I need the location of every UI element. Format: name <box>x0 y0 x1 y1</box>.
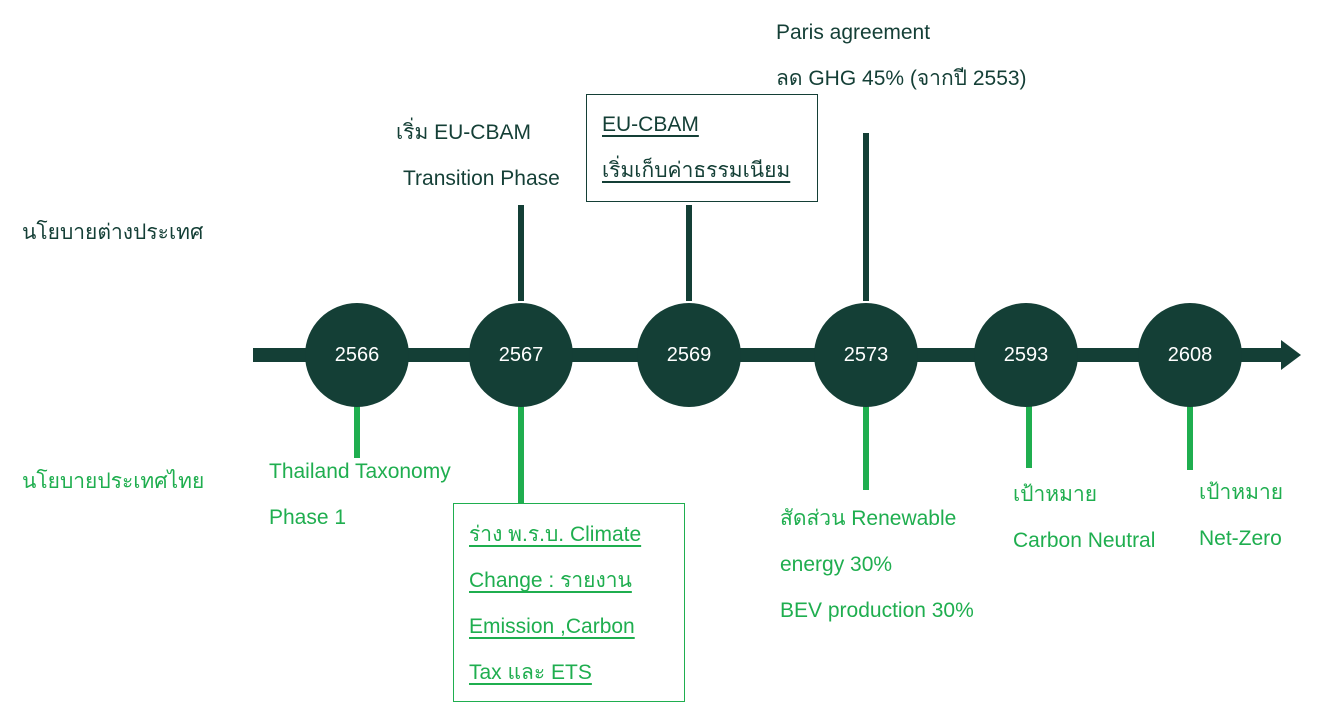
event-line: เป้าหมาย <box>1013 483 1098 506</box>
foreign-event-2569-box: EU-CBAM เริ่มเก็บค่าธรรมเนียม <box>586 94 818 202</box>
event-line: เป้าหมาย <box>1199 481 1284 504</box>
event-line: EU-CBAM <box>602 113 699 136</box>
event-line: energy 30% <box>780 553 893 576</box>
leader-line-2567-foreign <box>518 205 524 301</box>
thai-event-2567-box: ร่าง พ.ร.บ. Climate Change : รายงาน Emis… <box>453 503 685 702</box>
year-label: 2566 <box>334 343 380 366</box>
event-line: Change : รายงาน <box>469 569 632 592</box>
foreign-event-2573: Paris agreement ลด GHG 45% (จากปี 2553) <box>776 10 1027 102</box>
leader-line-2569-foreign <box>686 205 692 301</box>
foreign-event-2567: เริ่ม EU-CBAM Transition Phase <box>388 110 560 202</box>
event-line: Phase 1 <box>269 506 347 529</box>
leader-line-2608-thai <box>1187 406 1193 470</box>
event-line: Tax และ ETS <box>469 661 592 684</box>
leader-line-2573-foreign <box>863 133 869 301</box>
event-line: ร่าง พ.ร.บ. Climate <box>469 523 642 546</box>
thai-event-2573: สัดส่วน Renewable energy 30% BEV product… <box>780 496 974 634</box>
event-line: Carbon Neutral <box>1013 529 1156 552</box>
thai-event-2566: Thailand Taxonomy Phase 1 <box>269 449 451 541</box>
thai-event-2608: เป้าหมาย Net-Zero <box>1199 470 1283 562</box>
event-line: สัดส่วน Renewable <box>780 507 957 530</box>
event-line: Thailand Taxonomy <box>269 460 451 483</box>
year-node-2569: 2569 <box>637 303 741 407</box>
leader-line-2566-thai <box>354 406 360 458</box>
event-line: Emission ,Carbon <box>469 615 635 638</box>
event-line: Paris agreement <box>776 21 931 44</box>
leader-line-2573-thai <box>863 406 869 490</box>
year-label: 2608 <box>1167 343 1213 366</box>
event-line: เริ่มเก็บค่าธรรมเนียม <box>602 159 791 182</box>
year-label: 2569 <box>666 343 712 366</box>
timeline-arrow-icon <box>1281 340 1301 370</box>
year-node-2567: 2567 <box>469 303 573 407</box>
year-node-2593: 2593 <box>974 303 1078 407</box>
year-node-2566: 2566 <box>305 303 409 407</box>
year-label: 2567 <box>498 343 544 366</box>
thai-event-2593: เป้าหมาย Carbon Neutral <box>1013 472 1155 564</box>
leader-line-2593-thai <box>1026 406 1032 468</box>
year-node-2573: 2573 <box>814 303 918 407</box>
event-line: Net-Zero <box>1199 527 1282 550</box>
event-line: BEV production 30% <box>780 599 974 622</box>
leader-line-2567-thai <box>518 406 524 504</box>
event-line: Transition Phase <box>403 167 560 190</box>
event-line: ลด GHG 45% (จากปี 2553) <box>776 67 1027 90</box>
event-line: เริ่ม EU-CBAM <box>396 121 531 144</box>
foreign-policy-label: นโยบายต่างประเทศ <box>22 221 204 244</box>
thai-policy-label: นโยบายประเทศไทย <box>22 470 205 493</box>
year-label: 2593 <box>1003 343 1049 366</box>
year-label: 2573 <box>843 343 889 366</box>
year-node-2608: 2608 <box>1138 303 1242 407</box>
